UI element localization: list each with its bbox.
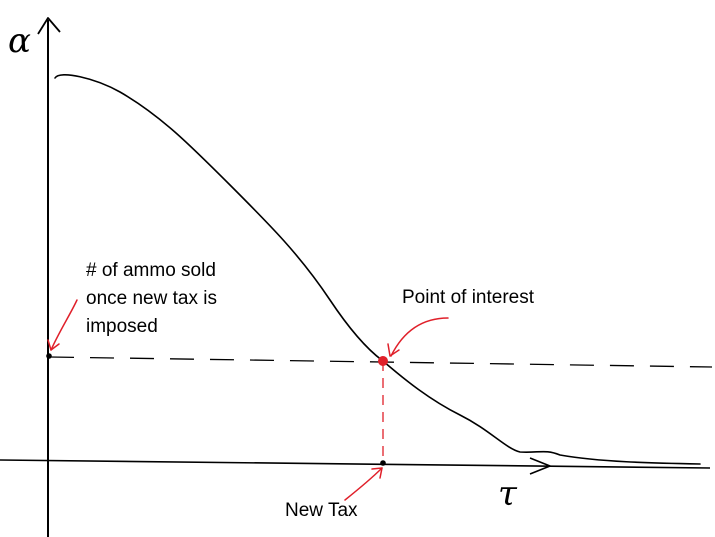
x-axis xyxy=(0,459,711,469)
ammo-label-line-3: imposed xyxy=(86,316,158,337)
ammo-pointer-arrow xyxy=(47,299,78,351)
new-tax-label: New Tax xyxy=(285,500,358,521)
y-intercept-dot xyxy=(46,353,52,359)
tax-pointer-arrow xyxy=(344,467,383,501)
point-pointer-arrow xyxy=(387,317,449,357)
demand-curve xyxy=(54,74,701,465)
x-axis-symbol: τ xyxy=(498,474,518,514)
ammo-label-line-2: once new tax is xyxy=(86,288,217,309)
x-axis-arrowhead xyxy=(529,457,551,475)
ammo-label-line-1: # of ammo sold xyxy=(86,260,216,281)
y-axis-symbol: α xyxy=(8,21,31,61)
point-of-interest-dot xyxy=(378,356,388,366)
point-of-interest-label: Point of interest xyxy=(402,287,535,308)
new-tax-dot xyxy=(380,460,386,466)
y-axis-arrowhead xyxy=(37,17,61,35)
